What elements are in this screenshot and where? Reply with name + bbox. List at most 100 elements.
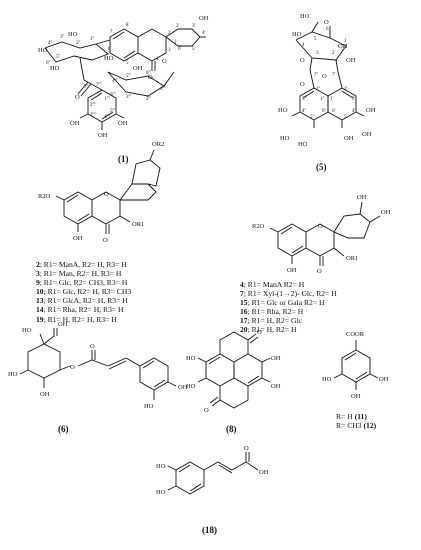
c5-number: 3 [316, 51, 319, 56]
list-item: 16; R1= Rha, R2= H [240, 307, 304, 317]
compound-5-labels: HO HO O O O O OH OH HO HO HO OH OH OH 6 … [278, 13, 376, 172]
c5-atom: HO [298, 141, 308, 148]
c8-atom: HO [186, 383, 196, 390]
compound-1-label: (1) [118, 154, 129, 164]
c1-number: 3' [192, 24, 196, 29]
c5-number: 3'' [302, 97, 306, 102]
compound-6-label: (6) [58, 424, 69, 434]
list-item: 10; R1= Glc, R2= H, R3= CH3 [36, 287, 132, 297]
c1-atom: O [162, 58, 167, 65]
c18-atom: OH [259, 469, 269, 476]
c5-number: 7'' [314, 73, 318, 78]
c1-number: 4'' [48, 41, 52, 46]
c1-number: 4 [156, 57, 159, 62]
gallic-bonds [333, 340, 379, 390]
c5-number: 2'' [316, 87, 320, 92]
quercetin-atom: OH [357, 194, 367, 201]
c6-atom: HO [144, 403, 154, 410]
quercetin-r-label: OR1 [346, 255, 358, 262]
c1-number: 2'' [76, 41, 80, 46]
c1-atom: HO [50, 65, 60, 72]
c18-atom: HO [156, 463, 166, 470]
c5-atom: O [300, 57, 305, 64]
c5-atom: HO [278, 107, 288, 114]
c5-atom: OH [362, 131, 372, 138]
c1-number: 6'' [46, 61, 50, 66]
c5-number: 6' [332, 109, 336, 114]
c1-number: 8 [126, 23, 129, 28]
c1-atom: OH [118, 120, 128, 127]
list-item: 2; R1= ManA, R2= H, R3= H [36, 260, 127, 269]
list-item: 15; R1= Glc or Gala R2= H [240, 298, 325, 308]
c1-number: 2' [176, 24, 180, 29]
c1-number: 3 [168, 48, 171, 53]
c5-atom: OH [366, 107, 376, 114]
c6-atom: OH [178, 384, 188, 391]
c1-number: 1'''' [104, 97, 110, 102]
c1-atom: HO [104, 55, 114, 62]
c5-number: 4 [302, 43, 305, 48]
list-item: 3; R1= Man, R2= H, R3= H [36, 269, 122, 279]
c1-number: 1''' [160, 87, 165, 92]
c1-number: 4' [202, 31, 206, 36]
list-item: 13; R1= GlcA, R2= H, R3= H [36, 296, 128, 306]
quercetin-atom: O [317, 268, 322, 275]
compound-1-labels: OH HO HO HO HO O O O OH OH OH OH 8 7 6 5… [38, 15, 209, 164]
c1-atom: OH [98, 132, 108, 139]
c6-atom: OH [40, 391, 50, 398]
c5-number: 6'' [322, 109, 326, 114]
c1-number: 5'''' [110, 109, 116, 114]
c1-atom: OH [133, 65, 143, 72]
compound-8-labels: HO HO OH OH O O (8) [186, 329, 281, 434]
c1-number: 3''' [126, 95, 131, 100]
c8-atom: O [257, 329, 262, 336]
c8-atom: O [204, 407, 209, 414]
c5-atom: O [322, 73, 327, 80]
list-item: 14; R1= Rha, R2= H, R3= H [36, 305, 124, 315]
flavonol-substituent-list: 2; R1= ManA, R2= H, R3= H 3; R1= Man, R2… [36, 260, 131, 324]
list-item: 9; R1= Glc, R2= CH3, R3= H [36, 278, 128, 288]
flavonol-atom: O [103, 237, 108, 244]
quercetin-atom: O [318, 223, 323, 230]
compound-6-labels: HO HO O O OH OH HO OH (6) [8, 321, 188, 434]
c1-atom: HO [68, 31, 78, 38]
c8-atom: OH [271, 355, 281, 362]
c1-number: 7'''' [96, 83, 102, 88]
c1-number: 6 [108, 47, 111, 52]
quercetin-r-label: R2O [252, 223, 265, 230]
c1-number: 6'''' [110, 93, 116, 98]
c5-number: 4'' [302, 109, 306, 114]
c5-atom: OH [338, 43, 348, 50]
c5-atom: O [324, 19, 329, 26]
c6-atom: HO [22, 327, 32, 334]
list-item: 4; R1= ManA R2= H [240, 280, 305, 289]
list-item: 17; R1= H, R2= Glc [240, 316, 302, 326]
c1-number: 5 [126, 61, 129, 66]
compound-5-bonds [291, 21, 365, 128]
c6-atom: OH [58, 321, 68, 328]
gallic-labels: COOR HO OH OH [322, 331, 389, 400]
c5-number: 5'' [310, 115, 314, 120]
quercetin-atom: OH [287, 267, 297, 274]
c1-number: 5'' [56, 55, 60, 60]
c5-number: 2 [332, 51, 335, 56]
gallic-atom: HO [322, 376, 332, 383]
gallic-atom: OH [351, 393, 361, 400]
c5-number: 2' [344, 87, 348, 92]
c8-atom: HO [186, 355, 196, 362]
flavonol-atom: O [104, 191, 109, 198]
gallic-atom: OH [379, 376, 389, 383]
c5-number: 5' [344, 115, 348, 120]
flavonol-r-label: OR1 [132, 221, 144, 228]
quercetin-substituent-list: 4; R1= ManA R2= H 7; R1= Xyl-(1→2)- Glc,… [240, 280, 337, 335]
c5-number: 3' [352, 97, 356, 102]
c1-number: 4'''' [104, 115, 110, 120]
compound-8-label: (8) [226, 424, 237, 434]
c1-number: 7''' [84, 85, 89, 90]
c1-number: 2 [168, 31, 171, 36]
compound-18-bonds [167, 452, 259, 495]
c1-number: 1' [174, 41, 178, 46]
c1-number: 5' [192, 47, 196, 52]
